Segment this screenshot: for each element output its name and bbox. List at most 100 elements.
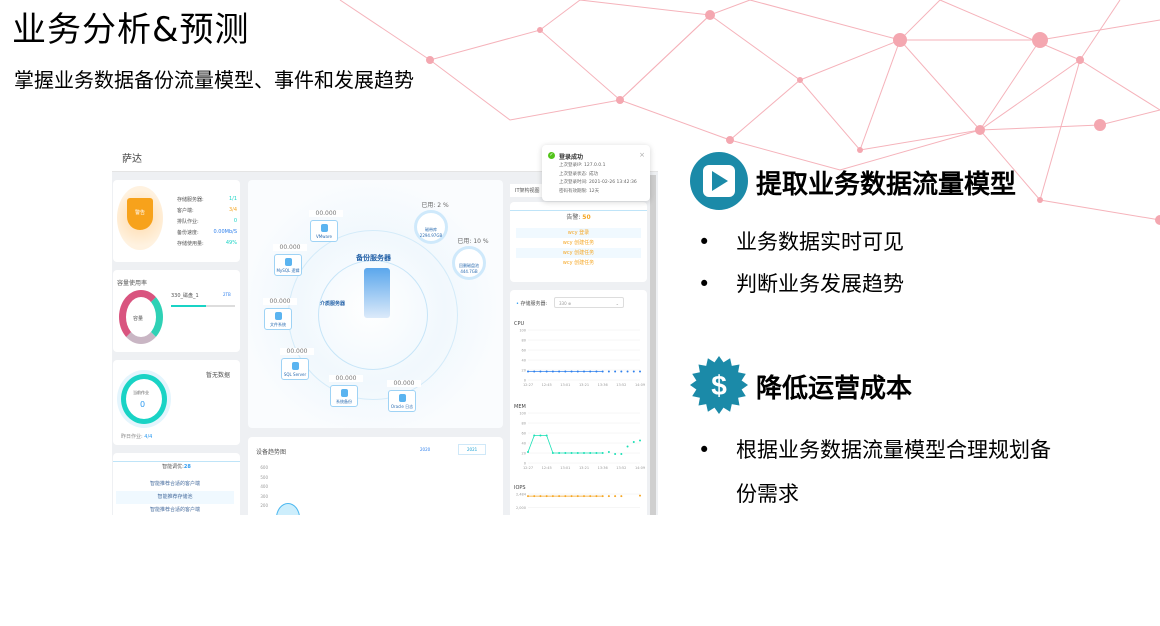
smart-count: 28 [183, 464, 191, 470]
x-tick: 13:36 [598, 466, 608, 470]
dollar-badge-icon: $ [690, 356, 748, 414]
y-tick: 500 [260, 474, 268, 480]
toast-line: 密码有效期限: 12天 [559, 188, 600, 194]
x-tick: 13:01 [560, 383, 570, 387]
server-select[interactable]: 330 ⊕⌄ [554, 297, 624, 308]
jobs-ring-value: 0 [140, 400, 146, 409]
stat-row: 备份速度:0.00Mb/S [177, 229, 237, 236]
yesterday-value: 4/4 [144, 434, 153, 440]
y-tick: 20 [522, 452, 526, 456]
x-tick: 12:45 [542, 466, 552, 470]
x-tick: 12:27 [523, 466, 533, 470]
no-data-label: 暂无数据 [205, 372, 230, 379]
x-tick: 13:01 [560, 466, 570, 470]
slide-title: 业务分析&预测 [12, 10, 250, 50]
y-tick: 40 [522, 359, 526, 363]
y-tick: 40 [522, 442, 526, 446]
chart-title: MEM [514, 404, 526, 410]
y-tick: 60 [522, 349, 526, 353]
backup-server-label: 备份服务器 [356, 254, 391, 262]
toast-title: 登录成功 [559, 154, 584, 161]
data-point [639, 370, 641, 373]
data-point [601, 452, 604, 454]
svg-text:$: $ [711, 370, 727, 401]
y-tick: 300 [260, 493, 268, 499]
data-point [626, 370, 629, 373]
x-tick: 14:09 [635, 383, 645, 387]
alert-item[interactable]: wcy 创建任务 [562, 260, 595, 266]
legend-2020[interactable]: 2020 [420, 447, 431, 452]
stat-row: 排队作业:0 [177, 218, 237, 225]
x-tick: 13:21 [579, 466, 589, 470]
x-tick: 13:36 [598, 383, 608, 387]
alert-item[interactable]: wcy 创建任务 [516, 248, 641, 258]
data-point [607, 495, 610, 498]
bullet-item: •根据业务数据流量模型合理规划备 [698, 438, 1051, 462]
y-tick: 2,484 [516, 493, 527, 497]
yesterday-label: 昨日作业: [121, 434, 143, 440]
data-point [607, 370, 610, 373]
data-point [620, 495, 623, 498]
app-title: 萨达 [122, 154, 142, 165]
tab-it-architecture[interactable]: IT架构视图 [510, 184, 545, 197]
chart-title: CPU [514, 321, 525, 327]
section-title: 提取业务数据流量模型 [756, 170, 1017, 200]
data-point [639, 494, 641, 497]
y-tick: 60 [522, 432, 526, 436]
y-tick: 100 [519, 412, 526, 416]
data-point [601, 370, 604, 373]
x-tick: 13:52 [616, 383, 626, 387]
smart-item[interactable]: 智能推荐合适的客户端 [149, 481, 200, 487]
data-point [626, 445, 629, 448]
smart-title: 智能调优: [162, 464, 184, 470]
data-point [632, 441, 635, 443]
server-icon [364, 268, 390, 318]
section-title: 降低运营成本 [756, 374, 913, 404]
slide-subtitle: 掌握业务数据备份流量模型、事件和发展趋势 [14, 68, 414, 92]
smart-item[interactable]: 智能推荐存储池 [116, 491, 234, 504]
alert-item[interactable]: wcy 创建任务 [562, 240, 595, 246]
data-point [601, 495, 604, 498]
device-trend-title: 设备趋势图 [256, 449, 287, 456]
scrollbar[interactable] [650, 175, 656, 515]
donut-label: 容量 [133, 316, 144, 322]
smart-panel: 智能调优:28 智能推荐合适的客户端 智能推荐存储池 智能推荐合适的客户端 [113, 453, 240, 515]
toast-line: 上次登录状态: 成功 [559, 171, 598, 177]
server-select-label: 存储服务器: [520, 301, 548, 307]
series-line [527, 435, 603, 454]
bullet-item: •判断业务发展趋势 [698, 272, 904, 296]
close-icon[interactable]: × [639, 151, 645, 159]
smart-item[interactable]: 智能推荐合适的客户端 [149, 507, 200, 513]
x-tick: 12:45 [542, 383, 552, 387]
alert-item[interactable]: wcy 登录 [516, 228, 641, 238]
summary-panel: 警告 存储服务器:1/1 客户端:3/4 排队作业:0 备份速度:0.00Mb/… [113, 180, 240, 262]
data-point [614, 453, 617, 455]
stat-row: 存储使用量:49% [177, 240, 237, 247]
capacity-panel: 容量使用率 容量 330_磁盘_1 2TB [113, 270, 240, 352]
capacity-title: 容量使用率 [117, 280, 148, 287]
capacity-donut [119, 290, 163, 344]
y-tick: 2,000 [516, 506, 526, 510]
network-decoration [339, 0, 1160, 225]
capacity-slider [171, 305, 235, 307]
jobs-panel: 暂无数据 当前作业 0 昨日作业: 4/4 [113, 360, 240, 445]
data-point [614, 495, 617, 498]
play-icon [690, 152, 748, 210]
data-point [614, 370, 617, 373]
legend-2021[interactable]: 2021 [458, 444, 487, 455]
bullet-item: •业务数据实时可见 [698, 230, 904, 254]
media-server-label: 介质服务器 [320, 301, 346, 307]
y-tick: 600 [260, 465, 268, 470]
toast-line: 上次登录IP: 127.0.0.1 [559, 163, 606, 168]
bullet-item: 份需求 [736, 482, 799, 506]
